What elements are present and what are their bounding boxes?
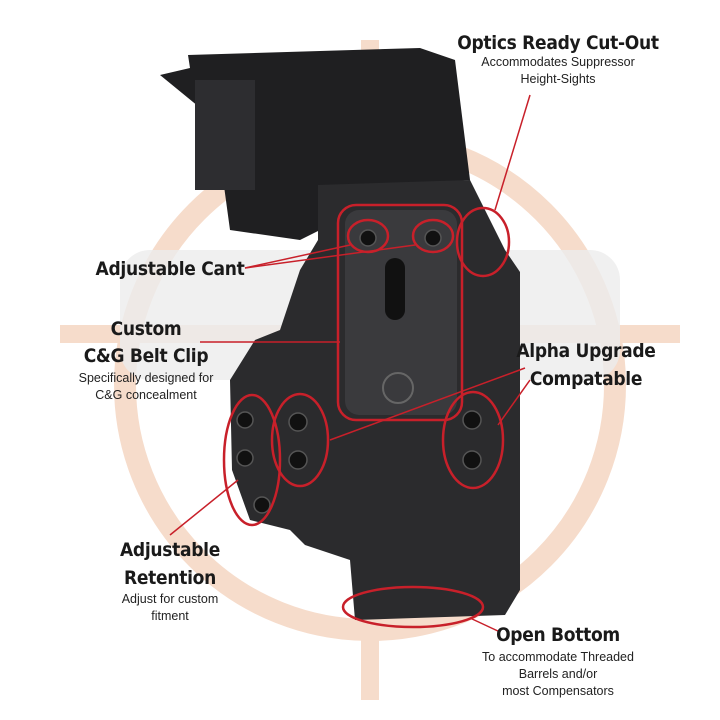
open-bottom-highlight (341, 585, 485, 629)
optics-desc-2: Height-Sights (520, 72, 596, 86)
retention-desc-2: fitment (151, 609, 189, 623)
clip-highlight (336, 203, 464, 422)
belt-clip-desc-1: Specifically designed for (78, 371, 214, 385)
alpha-right-highlight (441, 390, 505, 490)
belt-clip-desc-2: C&G concealment (95, 388, 197, 402)
retention-title-1: Adjustable (119, 539, 221, 561)
open-bottom-desc-3: most Compensators (502, 684, 614, 698)
belt-clip-title-1: Custom (110, 318, 182, 340)
optics-desc-1: Accommodates Suppressor (481, 55, 635, 69)
alpha-left-highlight (270, 392, 330, 488)
open-bottom-desc-2: Barrels and/or (518, 667, 598, 681)
optics-title: Optics Ready Cut-Out (457, 32, 659, 54)
retention-title-2: Retention (124, 567, 216, 589)
open-bottom-title: Open Bottom (496, 624, 620, 646)
belt-clip-title-2: C&G Belt Clip (83, 345, 209, 367)
alpha-title-1: Alpha Upgrade (516, 340, 656, 362)
optics-highlight (455, 206, 511, 278)
leader-lines (169, 94, 531, 633)
alpha-title-2: Compatable (529, 368, 643, 390)
retention-desc-1: Adjust for custom (121, 592, 219, 606)
highlight-marks (222, 203, 511, 629)
retention-highlight (222, 393, 282, 527)
cant-title: Adjustable Cant (95, 258, 245, 280)
open-bottom-desc-1: To accommodate Threaded (482, 650, 634, 664)
